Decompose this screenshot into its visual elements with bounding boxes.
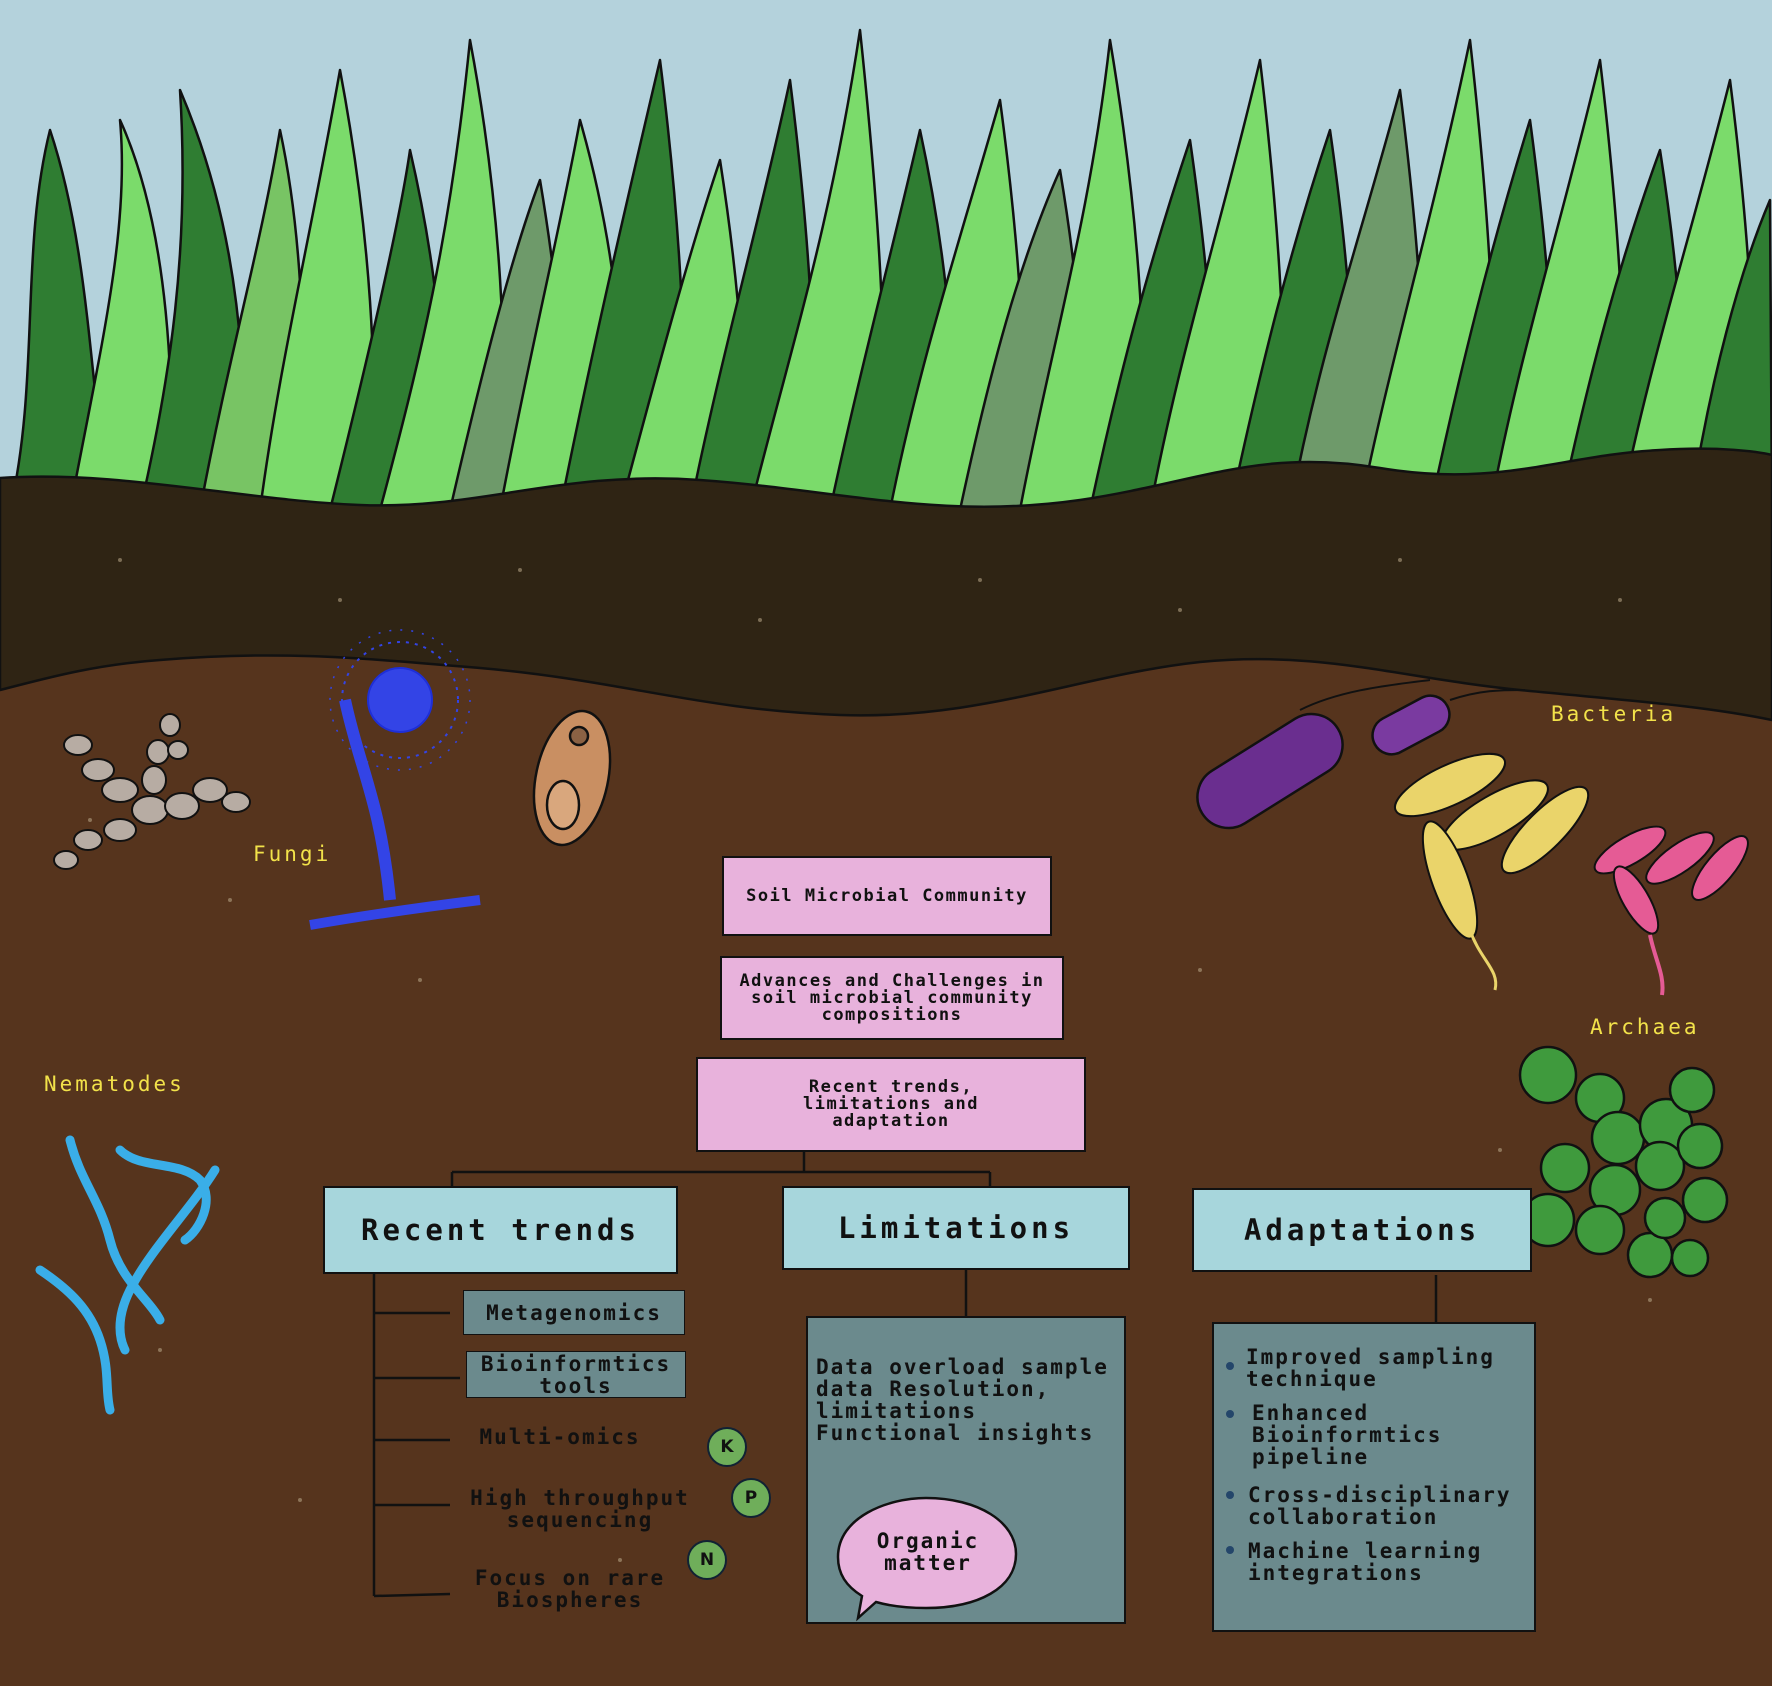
- archaea-cluster: [1518, 1045, 1729, 1279]
- adaptations-heading: Adaptations: [1243, 1213, 1481, 1247]
- limitations-heading: Limitations: [837, 1211, 1075, 1245]
- grass-blades: [8, 28, 1772, 512]
- bullet-3: [1226, 1491, 1234, 1499]
- adaptation-collaboration: Cross-disciplinary collaboration: [1248, 1483, 1512, 1529]
- recent-trends-heading: Recent trends: [361, 1213, 640, 1247]
- bullet-1: [1226, 1362, 1234, 1370]
- title-community-text: Soil Microbial Community: [746, 885, 1028, 906]
- title-box-community: Soil Microbial Community: [722, 856, 1052, 936]
- nutrient-p-circle: P: [731, 1478, 771, 1518]
- title-advances-text: Advances and Challenges in soil microbia…: [739, 970, 1045, 1025]
- speech-bubble: [836, 1496, 1018, 1622]
- nematodes: [35, 1135, 220, 1415]
- fungi-label: Fungi: [253, 842, 332, 866]
- title-box-recent: Recent trends, limitations and adaptatio…: [696, 1057, 1086, 1152]
- title-recent-text: Recent trends, limitations and adaptatio…: [802, 1077, 980, 1131]
- bioinformatics-box: Bioinformtics tools: [466, 1351, 686, 1398]
- metagenomics-box: Metagenomics: [463, 1290, 685, 1335]
- nematodes-label: Nematodes: [44, 1072, 185, 1096]
- metagenomics-text: Metagenomics: [486, 1300, 662, 1325]
- rare-biospheres-text: Focus on rare Biospheres: [474, 1566, 666, 1612]
- topsoil: [0, 447, 1772, 722]
- protozoa-cell: [532, 709, 612, 847]
- bioinformatics-text: Bioinformtics tools: [480, 1351, 672, 1398]
- connector-lines: [372, 1152, 1438, 1598]
- bacteria-label: Bacteria: [1551, 702, 1677, 726]
- adaptation-sampling: Improved sampling technique: [1246, 1345, 1495, 1391]
- high-throughput-text: High throughput sequencing: [470, 1486, 690, 1532]
- recent-trends-heading-box: Recent trends: [323, 1186, 678, 1274]
- limitations-text: Data overload sample data Resolution, li…: [816, 1355, 1109, 1445]
- mold: [309, 629, 481, 930]
- yeast-cluster: [53, 713, 251, 870]
- bacteria-purple: [1196, 679, 1526, 830]
- bacteria-yellow: [1393, 752, 1590, 991]
- nutrient-n-circle: N: [687, 1540, 727, 1580]
- adaptations-heading-box: Adaptations: [1192, 1188, 1532, 1272]
- adaptation-pipeline: Enhanced Bioinformtics pipeline: [1252, 1401, 1443, 1469]
- bacteria-pink: [1593, 825, 1749, 996]
- bullet-4: [1226, 1546, 1234, 1554]
- nutrient-k-circle: K: [707, 1427, 747, 1467]
- organic-matter-text: Organic matter: [876, 1529, 980, 1575]
- bullet-2: [1226, 1410, 1234, 1418]
- limitations-heading-box: Limitations: [782, 1186, 1130, 1270]
- adaptations-panel: [1212, 1322, 1536, 1632]
- adaptation-machine-learning: Machine learning integrations: [1248, 1539, 1483, 1585]
- title-box-advances: Advances and Challenges in soil microbia…: [720, 956, 1064, 1040]
- multi-omics-text: Multi-omics: [479, 1425, 641, 1449]
- archaea-label: Archaea: [1590, 1015, 1700, 1039]
